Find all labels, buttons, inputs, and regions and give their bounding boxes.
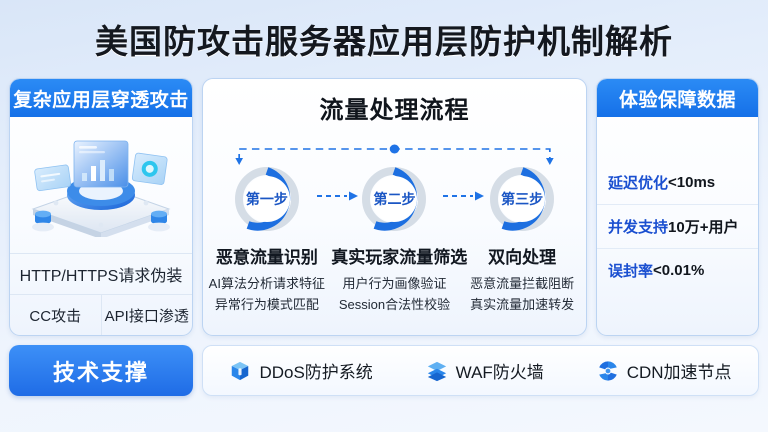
step-badge-1: 第一步 <box>245 191 288 207</box>
cdn-node-icon <box>598 360 617 381</box>
step-badge-3: 第三步 <box>501 191 544 207</box>
metric-value-2: <0.01% <box>653 262 705 279</box>
step-circle-2: 第二步 <box>358 163 430 235</box>
illustration-graphic <box>31 140 171 237</box>
step-text-1: 恶意流量识别 AI算法分析请求特征 异常行为模式匹配 <box>204 243 330 313</box>
flow-step-circles: 第一步 第二步 <box>203 163 586 235</box>
tech-label-cdn: CDN加速节点 <box>626 363 732 382</box>
tech-item-ddos: DDoS防护系统 <box>229 358 373 383</box>
metric-row-2: 误封率 <0.01% <box>597 248 758 292</box>
step-text-3: 双向处理 恶意流量拦截阻断 真实流量加速转发 <box>459 243 585 313</box>
attack-cell-cc: CC攻击 <box>29 307 82 325</box>
step-line-3-1: 真实流量加速转发 <box>470 297 575 312</box>
server-analytics-illustration <box>10 117 192 253</box>
step-circle-3: 第三步 <box>486 163 558 235</box>
page-title: 美国防攻击服务器应用层防护机制解析 <box>95 23 673 60</box>
support-badge: 技术支撑 <box>9 345 193 396</box>
title-bar: 美国防攻击服务器应用层防护机制解析 <box>0 0 768 78</box>
attack-split-row: CC攻击 API接口渗透 <box>10 294 192 335</box>
metrics-list: 延迟优化 <10ms 并发支持 10万+用户 误封率 <0.01% <box>597 117 758 335</box>
metric-value-0: <10ms <box>668 173 716 191</box>
metrics-panel: 体验保障数据 延迟优化 <10ms 并发支持 10万+用户 误封率 <0.01% <box>596 78 759 336</box>
tech-item-cdn: CDN加速节点 <box>597 358 732 383</box>
step-line-1-0: AI算法分析请求特征 <box>208 276 325 291</box>
step-ring-3 <box>490 167 555 231</box>
step-line-1-1: 异常行为模式匹配 <box>214 297 319 312</box>
step-text-2: 真实玩家流量筛选 用户行为画像验证 Session合法性校验 <box>331 243 468 313</box>
metric-row-0: 延迟优化 <10ms <box>597 160 758 204</box>
step-ring-2 <box>362 167 427 231</box>
metric-row-1: 并发支持 10万+用户 <box>597 204 758 248</box>
step-name-2: 真实玩家流量筛选 <box>331 248 468 267</box>
layers-stack-icon <box>427 361 446 381</box>
flow-diagram: 第一步 第二步 <box>203 125 586 335</box>
attack-panel-header: 复杂应用层穿透攻击 <box>10 79 192 117</box>
step-circle-1: 第一步 <box>231 163 303 235</box>
attack-cell-api: API接口渗透 <box>100 295 193 335</box>
metric-value-1: 10万+用户 <box>668 219 739 236</box>
flow-title: 流量处理流程 <box>319 97 470 124</box>
attack-row-0: HTTP/HTTPS请求伪装 <box>10 253 192 294</box>
tech-label-waf: WAF防火墙 <box>455 363 544 382</box>
metrics-panel-header: 体验保障数据 <box>597 79 758 117</box>
shield-cube-icon <box>232 361 249 380</box>
step-line-2-1: Session合法性校验 <box>338 297 451 312</box>
step-name-1: 恶意流量识别 <box>215 248 318 267</box>
tech-item-waf: WAF防火墙 <box>426 358 544 383</box>
flow-step-descriptions: 恶意流量识别 AI算法分析请求特征 异常行为模式匹配 真实玩家流量筛选 用户行为… <box>203 243 586 313</box>
metric-label-2: 误封率 <box>608 263 654 280</box>
metric-label-1: 并发支持 <box>608 219 669 236</box>
flow-panel: 流量处理流程 <box>202 78 587 336</box>
step-ring-1 <box>234 167 299 231</box>
step-line-3-0: 恶意流量拦截阻断 <box>470 276 575 291</box>
step-name-3: 双向处理 <box>488 248 557 267</box>
bottom-bar: 技术支撑 DDoS防护系统 WAF防火墙 <box>0 336 768 396</box>
flow-arrow-2-to-3 <box>443 191 485 201</box>
attack-panel: 复杂应用层穿透攻击 <box>9 78 193 336</box>
flow-arc-connector <box>235 144 554 165</box>
flow-arrow-1-to-2 <box>316 191 358 201</box>
step-line-2-0: 用户行为画像验证 <box>342 276 447 291</box>
metric-label-0: 延迟优化 <box>608 174 669 192</box>
step-badge-2: 第二步 <box>373 191 416 207</box>
tech-items-bar: DDoS防护系统 WAF防火墙 CDN加速节点 <box>202 345 759 396</box>
columns-row: 复杂应用层穿透攻击 <box>0 78 768 336</box>
tech-label-ddos: DDoS防护系统 <box>259 363 373 382</box>
